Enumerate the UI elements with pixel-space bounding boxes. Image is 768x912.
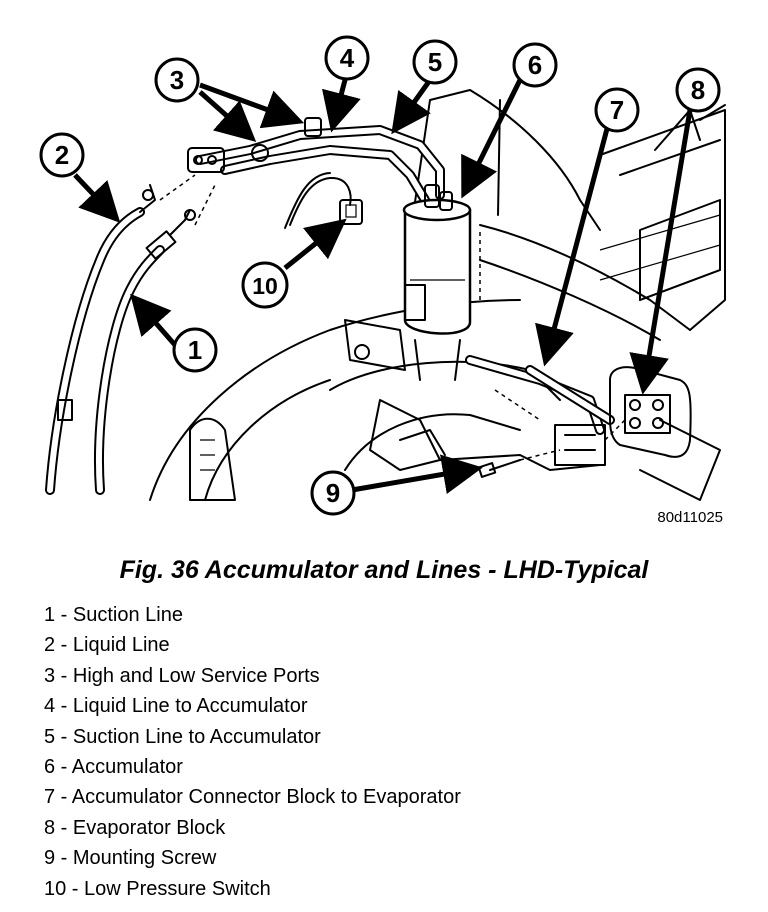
high-service-port [304,117,322,137]
svg-text:6: 6 [528,50,542,80]
callout-8: 8 [675,67,721,113]
callout-3: 3 [154,57,200,103]
diagram-figure: 1 2 3 4 5 6 7 8 9 10 80d11025 [39,35,726,526]
legend-item-5: 5 - Suction Line to Accumulator [44,725,321,748]
callout-10: 10 [241,261,289,309]
legend-item-4: 4 - Liquid Line to Accumulator [44,695,308,718]
legend-item-8: 8 - Evaporator Block [44,816,226,839]
legend-item-1: 1 - Suction Line [44,604,183,626]
image-code: 80d11025 [657,509,723,526]
legend-item-3: 3 - High and Low Service Ports [44,664,320,687]
svg-text:1: 1 [188,335,202,365]
legend-item-9: 9 - Mounting Screw [44,847,217,870]
accumulator [402,184,472,381]
svg-text:5: 5 [428,47,442,77]
accumulator-connector-block [465,355,615,466]
legend-item-6: 6 - Accumulator [44,755,183,778]
callout-9: 9 [310,470,356,516]
svg-text:10: 10 [252,273,278,299]
callout-2: 2 [39,132,85,178]
svg-text:4: 4 [340,43,355,73]
suction-line [94,209,196,495]
callout-5: 5 [412,39,458,85]
figure-caption: Fig. 36 Accumulator and Lines - LHD-Typi… [119,556,649,584]
svg-text:2: 2 [55,140,69,170]
svg-text:9: 9 [326,478,340,508]
legend-item-2: 2 - Liquid Line [44,634,170,657]
accumulator-lines [187,117,445,205]
legend-item-10: 10 - Low Pressure Switch [44,877,271,900]
callout-4: 4 [324,35,370,81]
legend-list: 1 - Suction Line 2 - Liquid Line 3 - Hig… [44,600,461,904]
svg-text:3: 3 [170,65,184,95]
callout-1: 1 [172,327,218,373]
low-service-port [251,144,269,162]
legend-item-7: 7 - Accumulator Connector Block to Evapo… [44,786,461,809]
callout-6: 6 [512,42,558,88]
liquid-line [45,174,216,495]
svg-text:8: 8 [691,75,705,105]
evaporator-block [604,366,692,458]
leader-arrows [73,78,693,494]
callout-7: 7 [594,87,640,133]
svg-text:7: 7 [610,95,624,125]
low-pressure-switch [284,172,363,229]
